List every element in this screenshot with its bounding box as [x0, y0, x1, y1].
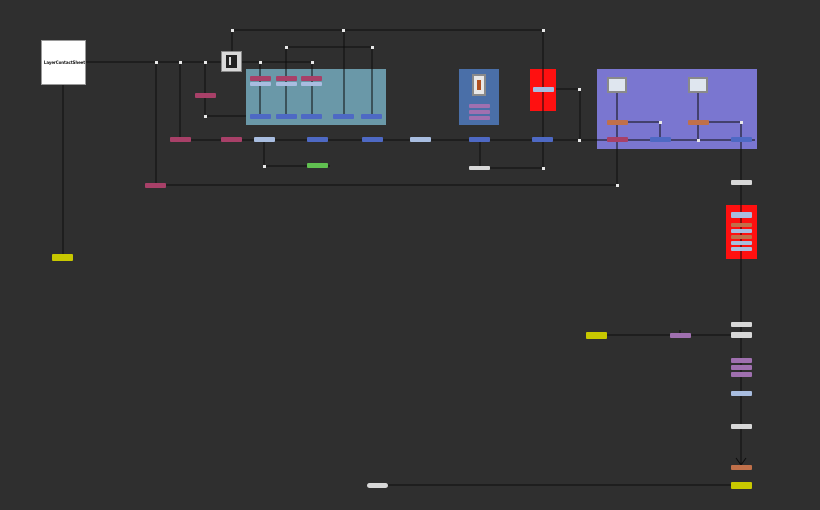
node-blue[interactable] [276, 114, 297, 119]
node-lightblue[interactable] [731, 391, 752, 396]
wire-dot[interactable] [659, 121, 662, 124]
node-lightblue[interactable] [731, 229, 752, 233]
node-blue[interactable] [362, 137, 383, 142]
wire-dot[interactable] [740, 121, 743, 124]
wire-dot[interactable] [231, 29, 234, 32]
node-orange[interactable] [731, 465, 752, 470]
wire-dot[interactable] [263, 165, 266, 168]
node-yellow[interactable] [52, 254, 73, 261]
wire-dot[interactable] [179, 61, 182, 64]
node-pink[interactable] [170, 137, 191, 142]
node-lightblue[interactable] [731, 241, 752, 245]
node-lightblue[interactable] [301, 82, 322, 86]
node-lightblue[interactable] [276, 82, 297, 86]
node-lightblue[interactable] [254, 137, 275, 142]
node-lavender[interactable] [731, 372, 752, 377]
node-lavender[interactable] [469, 110, 490, 114]
viewer-icon [226, 55, 237, 68]
viewer-node[interactable] [221, 51, 242, 72]
node-lightblue[interactable] [410, 137, 431, 142]
image-thumbnail-icon[interactable] [472, 74, 486, 96]
node-white[interactable] [469, 166, 490, 170]
node-lightblue[interactable] [250, 82, 271, 86]
wire-dot[interactable] [578, 139, 581, 142]
node-blue[interactable] [469, 137, 490, 142]
wire-dot[interactable] [371, 46, 374, 49]
read-node[interactable]: LayerContactSheet [41, 40, 86, 85]
wire-dot[interactable] [285, 46, 288, 49]
node-blue[interactable] [333, 114, 354, 119]
node-pink[interactable] [221, 137, 242, 142]
image-thumbnail-icon[interactable] [688, 77, 708, 93]
node-white[interactable] [367, 483, 388, 488]
wire-dot[interactable] [155, 61, 158, 64]
node-orange[interactable] [688, 120, 709, 125]
viewer-mark [229, 57, 235, 65]
image-thumbnail-icon[interactable] [607, 77, 627, 93]
node-pink[interactable] [276, 76, 297, 81]
wire-dot[interactable] [578, 88, 581, 91]
node-pink[interactable] [250, 76, 271, 81]
node-white[interactable] [731, 332, 752, 338]
node-blue[interactable] [532, 137, 553, 142]
wire-dot[interactable] [342, 29, 345, 32]
node-blue[interactable] [307, 137, 328, 142]
wire-dot[interactable] [542, 29, 545, 32]
node-orange[interactable] [731, 235, 752, 239]
node-blue[interactable] [250, 114, 271, 119]
node-lavender[interactable] [670, 333, 691, 338]
node-white[interactable] [731, 180, 752, 185]
node-white[interactable] [731, 322, 752, 327]
wire-dot[interactable] [616, 184, 619, 187]
wire-dot[interactable] [259, 61, 262, 64]
node-pink[interactable] [607, 137, 628, 142]
wire-dot[interactable] [204, 61, 207, 64]
node-yellow[interactable] [731, 482, 752, 489]
node-orange[interactable] [607, 120, 628, 125]
node-white[interactable] [731, 424, 752, 429]
node-lavender[interactable] [731, 365, 752, 370]
node-lightblue[interactable] [731, 212, 752, 218]
wire-dot[interactable] [311, 61, 314, 64]
node-lavender[interactable] [731, 358, 752, 363]
read-node-label: LayerContactSheet [43, 60, 86, 65]
node-pink[interactable] [145, 183, 166, 188]
node-lavender[interactable] [469, 116, 490, 120]
node-blue[interactable] [650, 137, 671, 142]
node-lightblue[interactable] [533, 87, 554, 92]
node-green[interactable] [307, 163, 328, 168]
node-blue[interactable] [301, 114, 322, 119]
node-blue[interactable] [361, 114, 382, 119]
node-pink[interactable] [195, 93, 216, 98]
node-lavender[interactable] [469, 104, 490, 108]
node-lightblue[interactable] [731, 247, 752, 251]
node-orange[interactable] [731, 223, 752, 227]
wire-dot[interactable] [542, 167, 545, 170]
node-yellow[interactable] [586, 332, 607, 339]
node-blue[interactable] [731, 137, 752, 142]
wire-dot[interactable] [697, 139, 700, 142]
node-pink[interactable] [301, 76, 322, 81]
wire-dot[interactable] [204, 115, 207, 118]
